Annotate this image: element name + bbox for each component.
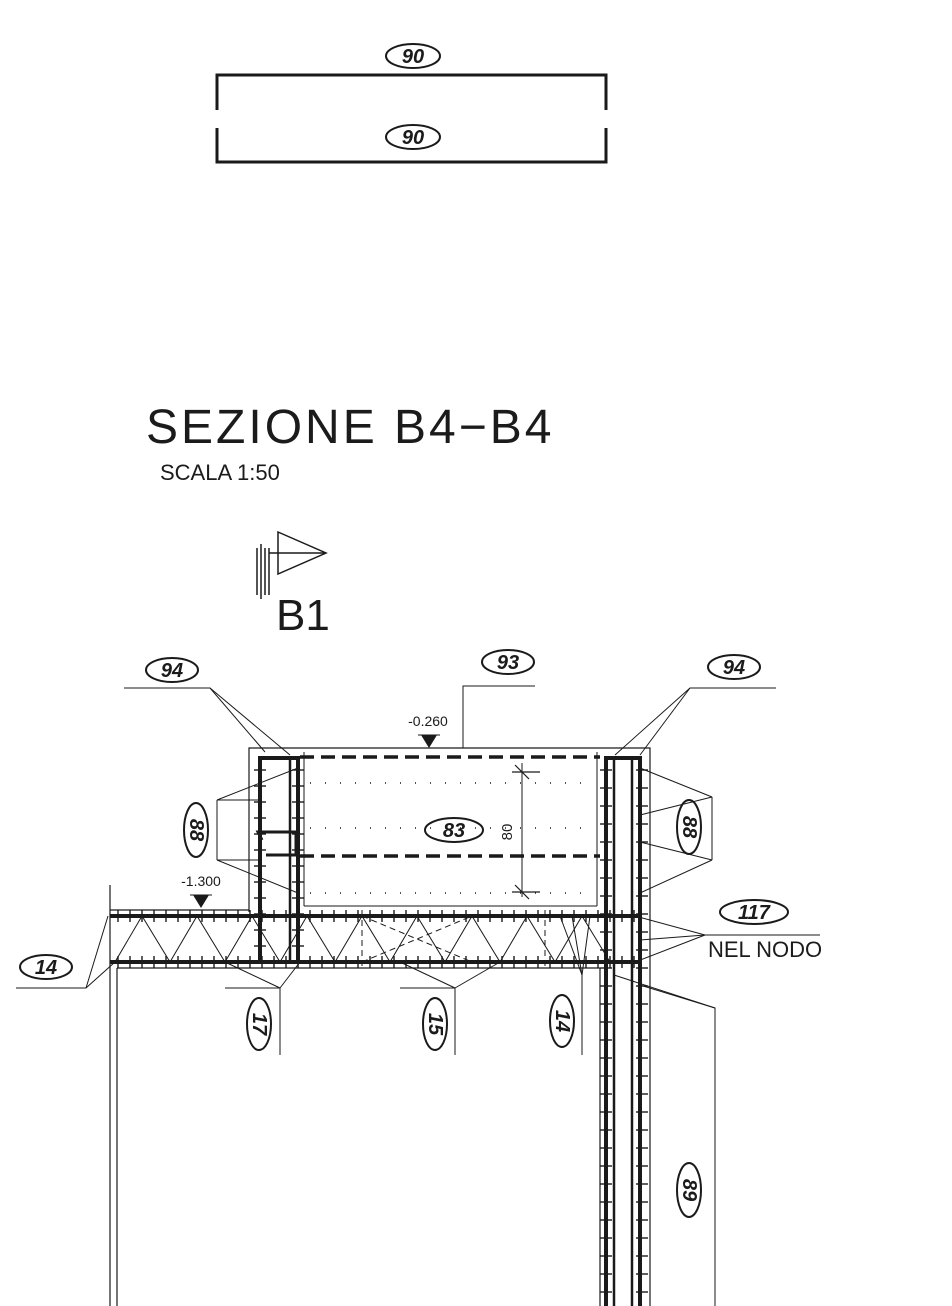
mark-bubble: [19, 954, 73, 980]
mark-bubble: [385, 43, 441, 69]
mark-bubble: [422, 997, 448, 1051]
mark-right-side: 88: [678, 816, 700, 839]
mark-bubble: [719, 899, 789, 925]
mark-bubble: [183, 802, 209, 858]
mark-right-mid: 117: [738, 902, 771, 924]
mark-bubble: [424, 817, 484, 843]
mark-bubble: [549, 994, 575, 1048]
elevation-left: -1.300: [181, 873, 221, 889]
section-reference-label: B1: [276, 591, 330, 640]
section-title: SEZIONE B4−B4: [146, 401, 555, 454]
beam-reinforcement: [255, 755, 642, 1306]
dimension-80: [512, 763, 540, 900]
mark-left-top: 94: [161, 660, 183, 682]
mark-bubble: [676, 799, 702, 855]
mark-center: 83: [443, 820, 465, 842]
leader-lines: [16, 685, 820, 1306]
slab-reinforcement: [110, 910, 642, 968]
elevation-marker-top: [418, 734, 440, 748]
mark-top-lower: 90: [402, 127, 424, 149]
top-bar-detail: 90 90: [215, 43, 608, 164]
mark-top-center: 93: [497, 652, 519, 674]
section-reference-arrow: [256, 530, 328, 599]
mark-bottom-1: 17: [248, 1013, 270, 1036]
mark-left-bottom: 14: [35, 957, 57, 979]
mark-bubble: [707, 654, 761, 680]
mark-bubble: [385, 124, 441, 150]
mark-bottom-2: 15: [424, 1013, 446, 1036]
dimension-label: 80: [499, 824, 516, 841]
mark-bottom-3: 14: [551, 1010, 573, 1032]
mark-right-bottom: 89: [678, 1179, 700, 1202]
elevation-marker-left: [190, 894, 212, 908]
mark-bubble: [246, 997, 272, 1051]
note-nel-nodo: NEL NODO: [708, 937, 822, 962]
mark-right-top: 94: [723, 657, 745, 679]
bar-ticks: [117, 769, 648, 1293]
elevation-top: -0.260: [408, 713, 448, 729]
mark-bubble: [481, 649, 535, 675]
scale-label: SCALA 1:50: [160, 460, 280, 485]
mark-bubble: [676, 1162, 702, 1218]
mark-left-side: 88: [185, 819, 207, 842]
mark-bubble: [145, 657, 199, 683]
mark-top-upper: 90: [402, 46, 424, 68]
